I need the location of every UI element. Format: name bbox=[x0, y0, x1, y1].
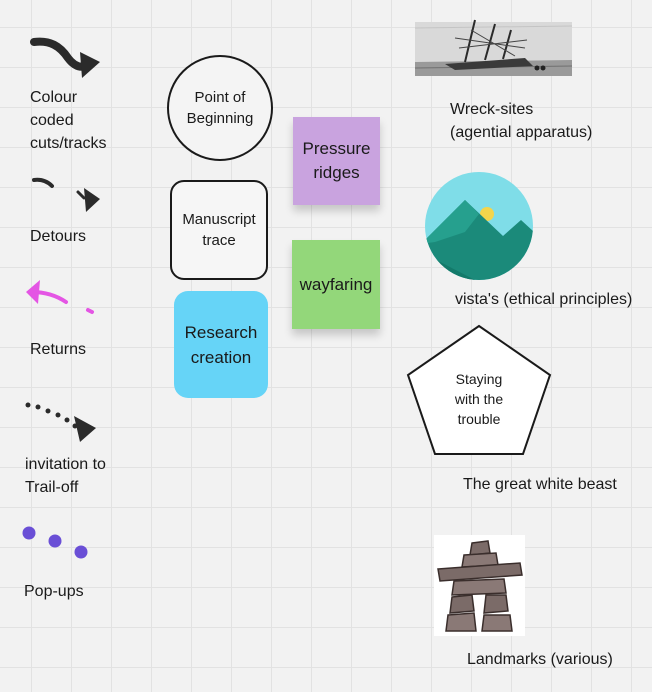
legend-label-colour-coded: Colour coded cuts/tracks bbox=[30, 89, 107, 152]
great-white-beast-label: The great white beast bbox=[463, 476, 617, 493]
purple-dots-icon bbox=[22, 526, 88, 559]
broken-arrow-icon bbox=[32, 177, 100, 212]
staying-with-the-trouble-text: Staying with the trouble bbox=[454, 371, 504, 427]
manuscript-trace-box[interactable]: Manuscript trace bbox=[170, 180, 268, 280]
vistas-label: vista's (ethical principles) bbox=[455, 291, 633, 308]
inukshuk-image bbox=[434, 535, 525, 636]
mountain-landscape-icon bbox=[425, 172, 533, 280]
legend-label-pop-ups: Pop-ups bbox=[24, 583, 84, 600]
pressure-ridges-sticky-note[interactable]: Pressure ridges bbox=[293, 117, 380, 205]
thick-curved-arrow-icon bbox=[30, 37, 100, 78]
wayfaring-sticky-note[interactable]: wayfaring bbox=[292, 240, 380, 329]
research-creation-box[interactable]: Research creation bbox=[174, 291, 268, 398]
legend-label-returns: Returns bbox=[30, 341, 87, 358]
legend-label-detours: Detours bbox=[30, 228, 87, 245]
wreck-sites-label: Wreck-sites (agential apparatus) bbox=[450, 101, 593, 141]
pink-return-arrow-icon bbox=[26, 280, 94, 314]
point-of-beginning-circle[interactable]: Point of Beginning bbox=[167, 55, 273, 161]
legend-label-trail-off: invitation to Trail-off bbox=[25, 456, 106, 496]
pentagon-shape[interactable] bbox=[406, 324, 552, 456]
dotted-arrow-icon bbox=[25, 402, 96, 442]
landmarks-label: Landmarks (various) bbox=[467, 651, 613, 668]
shipwreck-image bbox=[414, 19, 573, 76]
